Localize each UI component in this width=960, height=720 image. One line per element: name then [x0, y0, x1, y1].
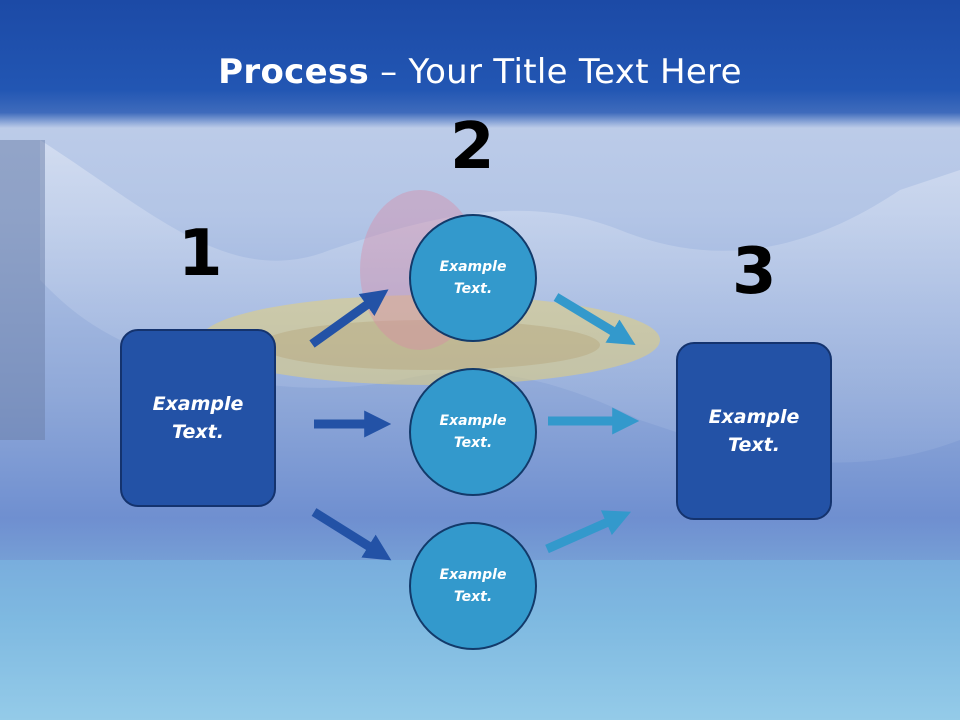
- arrow-icon: [311, 508, 392, 561]
- arrow-icon: [545, 510, 632, 554]
- circle-middle-text: Example Text.: [439, 412, 507, 451]
- step-3-text: Example Text.: [708, 405, 800, 457]
- step-1-box: Example Text.: [120, 329, 276, 507]
- title-band: [0, 0, 960, 128]
- arrow-icon: [553, 293, 636, 346]
- arrow-icon: [309, 289, 389, 348]
- title-rest: – Your Title Text Here: [369, 52, 742, 92]
- step-2-circle-top: Example Text.: [409, 214, 537, 342]
- step-1-text: Example Text.: [152, 392, 244, 444]
- step-2-circle-bottom: Example Text.: [409, 522, 537, 650]
- slide-title: Process – Your Title Text Here: [0, 52, 960, 92]
- step-number-3: 3: [732, 235, 777, 309]
- circle-top-text: Example Text.: [439, 258, 507, 297]
- step-2-circle-middle: Example Text.: [409, 368, 537, 496]
- step-number-2: 2: [450, 110, 495, 184]
- step-3-box: Example Text.: [676, 342, 832, 520]
- step-number-1: 1: [178, 217, 223, 291]
- title-bold: Process: [218, 52, 370, 92]
- circle-bottom-text: Example Text.: [439, 566, 507, 605]
